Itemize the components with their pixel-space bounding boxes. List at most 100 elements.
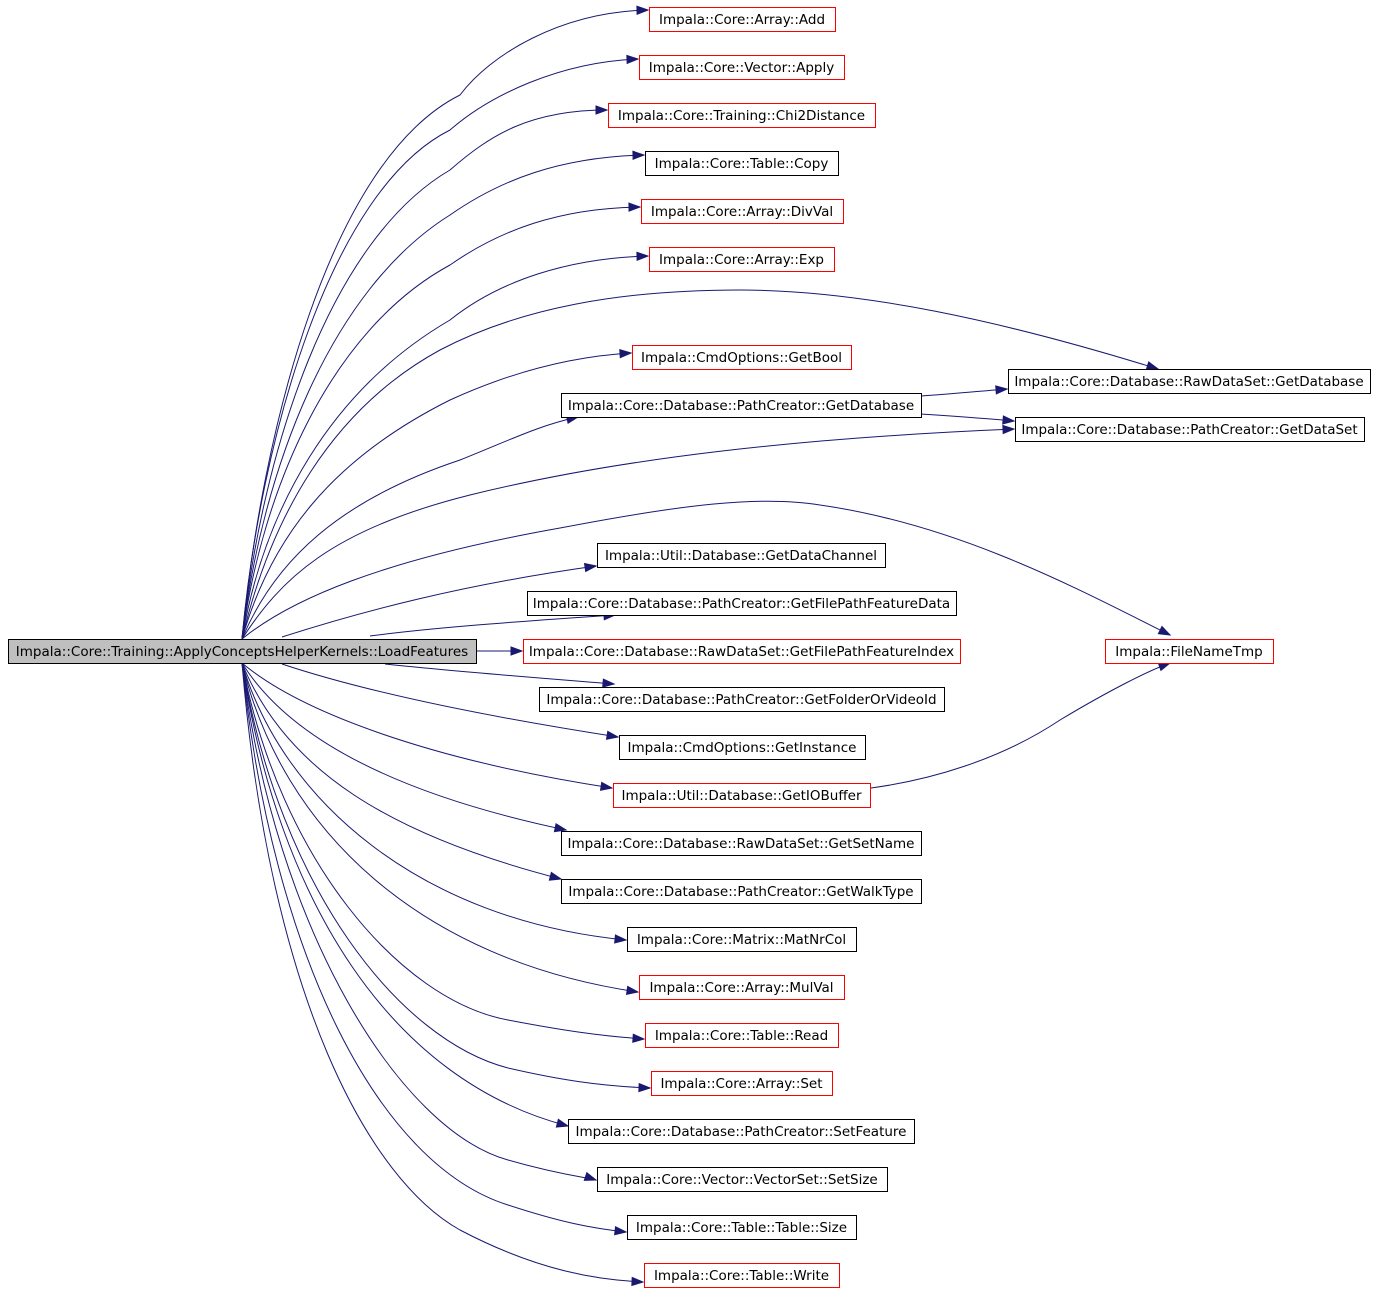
node-label: Impala::Core::Table::Read — [655, 1028, 828, 1044]
arrowhead-icon — [632, 1033, 646, 1043]
node-label: Impala::Core::Array::Set — [660, 1076, 822, 1092]
node-box[interactable] — [649, 247, 835, 272]
arrowhead-icon — [510, 646, 524, 656]
node-box[interactable] — [1015, 417, 1365, 442]
graph-node[interactable]: Impala::Core::Database::RawDataSet::GetF… — [523, 639, 961, 664]
graph-node[interactable]: Impala::Util::Database::GetDataChannel — [597, 543, 886, 568]
arrowhead-icon — [595, 105, 609, 115]
edge-n0-n13 — [475, 646, 524, 656]
node-box[interactable] — [608, 103, 876, 128]
arrowhead-icon — [553, 823, 568, 833]
graph-node[interactable]: Impala::Core::Database::PathCreator::Get… — [1015, 417, 1365, 442]
graph-node[interactable]: Impala::Core::Table::Copy — [645, 151, 839, 176]
node-box[interactable] — [561, 393, 922, 418]
arrowhead-icon — [631, 1276, 645, 1287]
edge-n0-n15 — [384, 663, 616, 688]
edge-n0-n10 — [241, 424, 1016, 640]
arrowhead-icon — [1002, 424, 1016, 435]
node-box[interactable] — [613, 783, 871, 808]
node-box[interactable] — [561, 879, 922, 904]
graph-node[interactable]: Impala::Core::Database::PathCreator::Get… — [539, 687, 945, 712]
node-box[interactable] — [632, 345, 852, 370]
edge-n0-n27 — [241, 662, 645, 1287]
graph-node[interactable]: Impala::CmdOptions::GetBool — [632, 345, 852, 370]
node-box[interactable] — [641, 199, 844, 224]
node-box[interactable] — [644, 1263, 840, 1288]
edge-n0-n5 — [241, 202, 642, 640]
node-box[interactable] — [597, 1167, 888, 1192]
node-box[interactable] — [527, 591, 957, 616]
arrowhead-icon — [614, 934, 628, 944]
node-box[interactable] — [651, 1071, 833, 1096]
arrowhead-icon — [625, 985, 640, 995]
node-box[interactable] — [639, 55, 845, 80]
edge-n0-n22 — [241, 662, 646, 1043]
arrowhead-icon — [555, 1118, 570, 1128]
graph-node[interactable]: Impala::Core::Array::MulVal — [639, 975, 845, 1000]
graph-node[interactable]: Impala::Core::Training::Chi2Distance — [608, 103, 876, 128]
arrowhead-icon — [614, 1226, 628, 1236]
edge-n0-n11 — [281, 562, 598, 638]
node-box[interactable] — [627, 927, 857, 952]
graph-node[interactable]: Impala::Core::Array::Add — [649, 7, 836, 32]
graph-node[interactable]: Impala::Core::Array::Set — [651, 1071, 833, 1096]
edge-n0-n9 — [241, 289, 1160, 640]
root-node: Impala::Core::Training::ApplyConceptsHel… — [8, 639, 477, 664]
node-box[interactable] — [639, 975, 845, 1000]
node-label: Impala::Core::Database::RawDataSet::GetD… — [1014, 374, 1363, 390]
node-label: Impala::Core::Database::RawDataSet::GetS… — [568, 836, 915, 852]
graph-node[interactable]: Impala::Core::Array::Exp — [649, 247, 835, 272]
edge-n0-n4 — [241, 150, 646, 640]
node-label: Impala::Core::Database::RawDataSet::GetF… — [529, 644, 954, 660]
node-label: Impala::Core::Training::Chi2Distance — [618, 108, 865, 124]
edge-n0-n19 — [241, 662, 563, 881]
node-box[interactable] — [1008, 369, 1371, 394]
node-label: Impala::Core::Array::MulVal — [649, 980, 833, 996]
node-box[interactable] — [619, 735, 866, 760]
node-box[interactable] — [597, 543, 886, 568]
graph-node[interactable]: Impala::CmdOptions::GetInstance — [619, 735, 866, 760]
node-label: Impala::Core::Database::PathCreator::Get… — [533, 596, 950, 612]
node-box[interactable] — [561, 831, 922, 856]
graph-node[interactable]: Impala::Util::Database::GetIOBuffer — [613, 783, 871, 808]
node-label: Impala::Core::Vector::Apply — [649, 60, 834, 76]
graph-node[interactable]: Impala::Core::Database::PathCreator::Get… — [561, 393, 922, 418]
node-box[interactable] — [645, 151, 839, 176]
node-box[interactable] — [645, 1023, 839, 1048]
arrowhead-icon — [599, 781, 614, 791]
edge-n0-n1 — [241, 5, 650, 640]
graph-node[interactable]: Impala::Core::Database::RawDataSet::GetS… — [561, 831, 922, 856]
edge-n0-n17 — [241, 662, 614, 791]
edge-n0-n7 — [241, 348, 633, 640]
graph-node[interactable]: Impala::Core::Database::PathCreator::Get… — [527, 591, 957, 616]
arrowhead-icon — [638, 1082, 652, 1093]
node-box[interactable] — [539, 687, 945, 712]
graph-node[interactable]: Impala::Core::Table::Table::Size — [627, 1215, 857, 1240]
graph-node[interactable]: Impala::Core::Vector::Apply — [639, 55, 845, 80]
node-box[interactable] — [1105, 639, 1274, 664]
graph-node[interactable]: Impala::Core::Vector::VectorSet::SetSize — [597, 1167, 888, 1192]
graph-node[interactable]: Impala::Core::Table::Write — [644, 1263, 840, 1288]
node-label: Impala::Core::Database::PathCreator::Set… — [575, 1124, 906, 1140]
edge-n0-n23 — [241, 662, 652, 1093]
node-label: Impala::Util::Database::GetIOBuffer — [621, 788, 861, 804]
edge-n0-n21 — [241, 662, 640, 995]
node-label: Impala::Core::Array::Add — [659, 12, 825, 28]
node-box[interactable] — [649, 7, 836, 32]
arrowhead-icon — [548, 871, 563, 881]
graph-node[interactable]: Impala::FileNameTmp — [1105, 639, 1274, 664]
graph-node[interactable]: Impala::Core::Matrix::MatNrCol — [627, 927, 857, 952]
node-box[interactable] — [627, 1215, 857, 1240]
graph-node[interactable]: Impala::Core::Array::DivVal — [641, 199, 844, 224]
arrowhead-icon — [619, 348, 633, 359]
graph-node[interactable]: Impala::Core::Database::PathCreator::Get… — [561, 879, 922, 904]
node-box[interactable] — [523, 639, 961, 664]
arrowhead-icon — [626, 54, 640, 65]
graph-node[interactable]: Impala::Core::Database::RawDataSet::GetD… — [1008, 369, 1371, 394]
node-box[interactable] — [568, 1119, 915, 1144]
graph-node[interactable]: Impala::Core::Database::PathCreator::Set… — [568, 1119, 915, 1144]
node-label: Impala::CmdOptions::GetInstance — [628, 740, 857, 756]
graph-node[interactable]: Impala::Core::Table::Read — [645, 1023, 839, 1048]
node-label: Impala::Core::Database::PathCreator::Get… — [1021, 422, 1357, 438]
